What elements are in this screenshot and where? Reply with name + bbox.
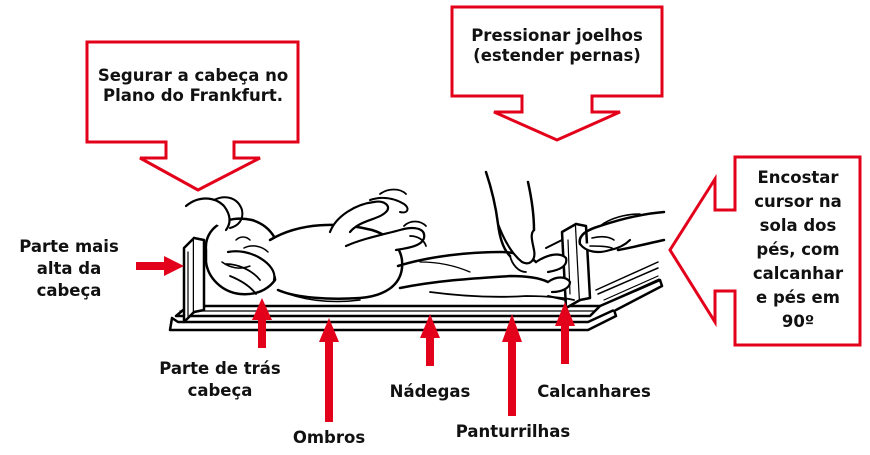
label-shoulders: Ombros bbox=[270, 428, 388, 448]
callout-feet-line-6: e pés em bbox=[736, 286, 860, 310]
label-heels: Calcanhares bbox=[524, 382, 664, 402]
label-calves: Panturrilhas bbox=[446, 422, 580, 442]
callout-head-line-1: Segurar a cabeça no bbox=[88, 66, 298, 86]
callout-knees-text: Pressionar joelhos (estender pernas) bbox=[453, 26, 661, 66]
adult-hand-foot-icon bbox=[580, 212, 664, 252]
callout-head-line-2: Plano do Frankfurt. bbox=[88, 86, 298, 106]
callout-knees-line-1: Pressionar joelhos bbox=[453, 26, 661, 46]
head-board-icon bbox=[184, 238, 204, 322]
label-back-of-head-line-1: Parte de trás bbox=[146, 358, 294, 380]
callout-head-text: Segurar a cabeça no Plano do Frankfurt. bbox=[88, 66, 298, 106]
callout-feet-line-3: sola dos bbox=[736, 214, 860, 238]
arrow-shoulders bbox=[319, 318, 339, 422]
label-back-of-head: Parte de trás cabeça bbox=[146, 358, 294, 402]
callout-feet-line-4: pés, com bbox=[736, 238, 860, 262]
label-shoulders-text: Ombros bbox=[270, 428, 388, 448]
callout-feet-line-2: cursor na bbox=[736, 190, 860, 214]
label-top-of-head-line-2: alta da bbox=[4, 258, 134, 280]
arrow-top-of-head bbox=[136, 256, 184, 276]
label-buttocks-text: Nádegas bbox=[376, 382, 484, 402]
label-top-of-head-line-3: cabeça bbox=[4, 280, 134, 302]
callout-feet-text: Encostar cursor na sola dos pés, com cal… bbox=[736, 166, 860, 334]
callout-head-box bbox=[87, 42, 298, 190]
label-top-of-head: Parte mais alta da cabeça bbox=[4, 236, 134, 302]
callout-feet-line-5: calcanhar bbox=[736, 262, 860, 286]
callout-feet-line-7: 90º bbox=[736, 310, 860, 334]
label-calves-text: Panturrilhas bbox=[446, 422, 580, 442]
callout-knees-line-2: (estender pernas) bbox=[453, 46, 661, 66]
callout-feet-line-1: Encostar bbox=[736, 166, 860, 190]
label-heels-text: Calcanhares bbox=[524, 382, 664, 402]
label-back-of-head-line-2: cabeça bbox=[146, 380, 294, 402]
label-buttocks: Nádegas bbox=[376, 382, 484, 402]
label-top-of-head-line-1: Parte mais bbox=[4, 236, 134, 258]
